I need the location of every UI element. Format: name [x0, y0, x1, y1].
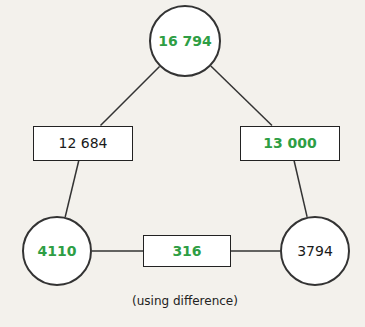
connector-line: [92, 250, 143, 252]
number-circle: 4110: [22, 216, 92, 286]
number-label: 16 794: [158, 33, 212, 49]
connector-line: [211, 66, 272, 125]
connector-line: [231, 250, 280, 252]
number-label: 4110: [38, 243, 77, 259]
connector-line: [294, 161, 307, 217]
number-box: 12 684: [33, 126, 133, 161]
caption: (using difference): [132, 294, 238, 308]
connector-line: [101, 66, 160, 125]
number-box: 13 000: [240, 126, 340, 161]
number-label: 316: [172, 243, 201, 259]
connector-line: [65, 161, 79, 217]
number-box: 316: [143, 235, 231, 267]
number-label: 3794: [297, 243, 333, 259]
number-circle: 16 794: [149, 5, 221, 77]
number-label: 12 684: [59, 135, 108, 151]
number-circle: 3794: [280, 216, 350, 286]
number-label: 13 000: [263, 135, 317, 151]
